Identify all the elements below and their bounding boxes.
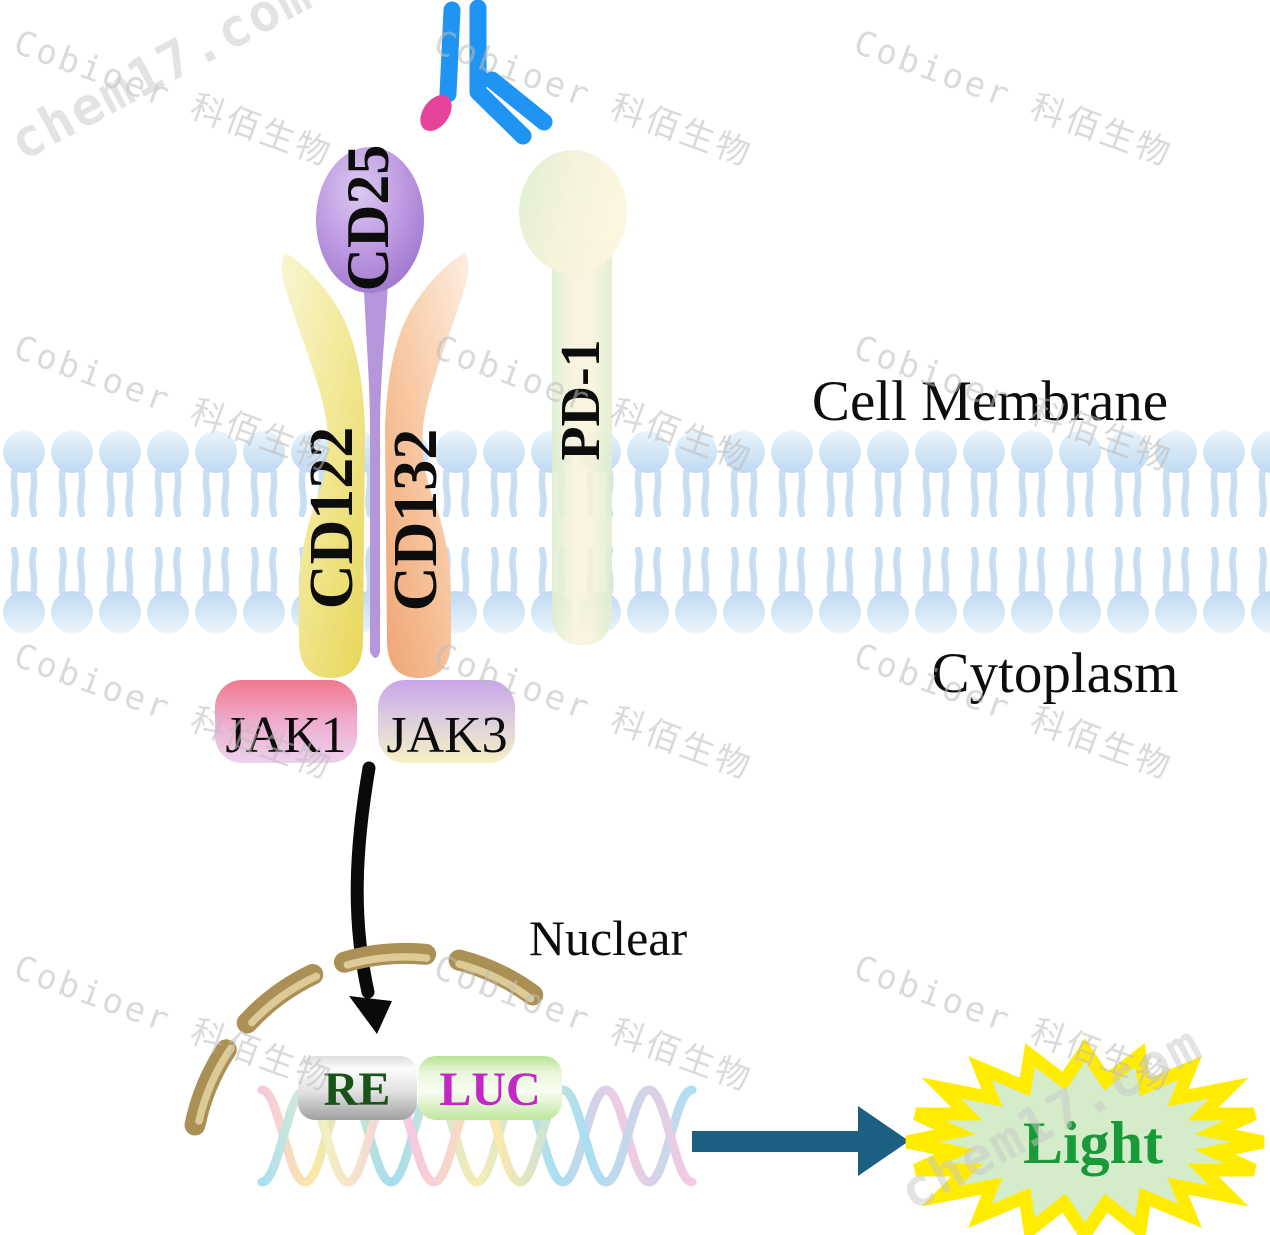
cd25-label: CD25: [335, 145, 401, 292]
antibody-binding-site: [420, 94, 452, 132]
jak3-label: JAK3: [386, 707, 507, 764]
cd132-receptor: [385, 253, 469, 678]
pd1-stalk: [552, 240, 612, 645]
cd122-receptor: [281, 253, 365, 678]
luc-label: LUC: [439, 1063, 540, 1116]
reporter-construct: RE LUC: [298, 1056, 562, 1120]
output-arrow: [692, 1106, 909, 1176]
light-label: Light: [1023, 1110, 1163, 1176]
cd132-label: CD132: [382, 429, 450, 612]
re-label: RE: [324, 1063, 391, 1116]
light-burst: Light: [905, 1038, 1265, 1235]
antibody-icon: [420, 0, 553, 145]
cell-membrane-label: Cell Membrane: [812, 370, 1168, 433]
pd1-receptor: PD-1: [519, 150, 627, 645]
re-box: [298, 1056, 417, 1120]
cd25-domain: [316, 147, 424, 293]
il2-receptor-complex: CD25 CD122 CD132: [281, 145, 469, 678]
cell-membrane-lipids: [3, 431, 1270, 633]
starburst-icon: [905, 1038, 1265, 1235]
signal-arrow: [349, 761, 392, 1034]
luc-box: [418, 1056, 562, 1120]
jak1-box: [215, 680, 357, 763]
antibody-light-chain: [483, 71, 553, 131]
antibody-arm: [439, 1, 461, 103]
jak3-box: [378, 680, 515, 763]
jak-kinases: JAK1 JAK3: [215, 680, 515, 764]
pd1-head: [519, 150, 627, 274]
jak1-label: JAK1: [225, 707, 346, 764]
pd1-label: PD-1: [550, 339, 612, 460]
cytoplasm-label: Cytoplasm: [931, 642, 1178, 705]
nuclear-label: Nuclear: [529, 910, 688, 966]
nuclear-envelope: [184, 942, 554, 1136]
cd122-label: CD122: [298, 427, 366, 610]
cd25-stem: [362, 250, 390, 658]
antibody-heavy-chain: [469, 0, 532, 145]
